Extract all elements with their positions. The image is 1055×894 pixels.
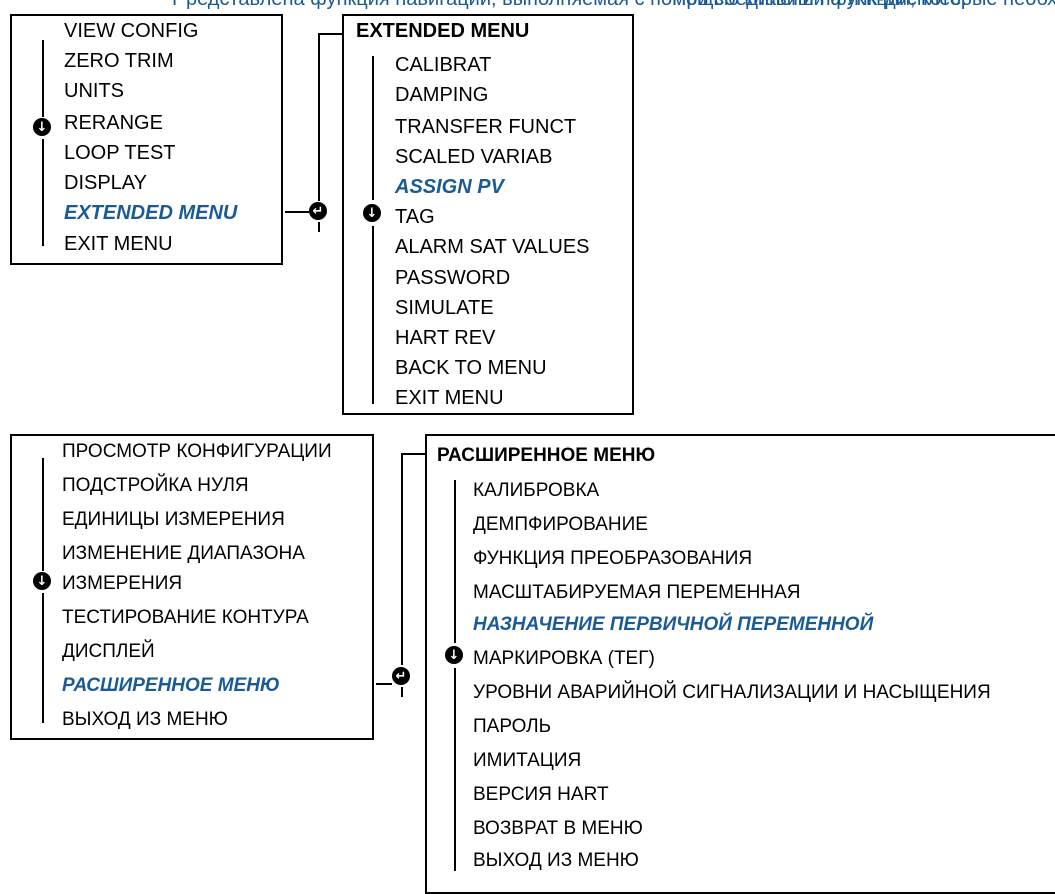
en-connector-h2 — [318, 33, 342, 35]
en-connector-h1 — [285, 211, 309, 213]
en-ext-item-damping[interactable]: DAMPING — [395, 84, 489, 106]
en-main-scroll-line-top — [42, 40, 44, 117]
ru-connector-h1 — [376, 683, 392, 685]
en-connector-v-bottom — [318, 222, 320, 232]
ru-ext-item-assign-pv[interactable]: НАЗНАЧЕНИЕ ПЕРВИЧНОЙ ПЕРЕМЕННОЙ — [473, 614, 874, 635]
en-main-item-loop-test[interactable]: LOOP TEST — [64, 142, 176, 164]
en-main-scroll-line-bottom — [42, 139, 44, 246]
en-ext-item-tag[interactable]: TAG — [395, 206, 435, 228]
en-ext-item-hart-rev[interactable]: HART REV — [395, 327, 496, 349]
ru-ext-item-scaled-variab[interactable]: МАСШТАБИРУЕМАЯ ПЕРЕМЕННАЯ — [473, 582, 801, 603]
arrow-down-circle-icon — [363, 204, 381, 222]
ru-ext-item-transfer-funct[interactable]: ФУНКЦИЯ ПРЕОБРАЗОВАНИЯ — [473, 548, 753, 569]
ru-main-item-exit-menu[interactable]: ВЫХОД ИЗ МЕНЮ — [62, 709, 228, 730]
ru-ext-item-hart-rev[interactable]: ВЕРСИЯ HART — [473, 784, 609, 805]
ru-ext-scroll-line-top — [454, 480, 456, 643]
en-ext-item-simulate[interactable]: SIMULATE — [395, 297, 494, 319]
en-ext-item-assign-pv[interactable]: ASSIGN PV — [395, 176, 504, 198]
en-extended-title: EXTENDED MENU — [356, 20, 530, 42]
en-main-item-zero-trim[interactable]: ZERO TRIM — [64, 50, 174, 72]
top-text-b: редставлена функция навигации, выполняем… — [186, 0, 967, 11]
en-ext-item-back-to-menu[interactable]: BACK TO MENU — [395, 357, 547, 379]
en-main-item-extended-menu[interactable]: EXTENDED MENU — [64, 202, 238, 224]
en-main-menu-box — [10, 14, 283, 265]
ru-ext-item-password[interactable]: ПАРОЛЬ — [473, 716, 552, 737]
ru-main-item-display[interactable]: ДИСПЛЕЙ — [62, 641, 155, 662]
ru-main-menu-box — [10, 434, 374, 740]
en-ext-item-exit-menu[interactable]: EXIT MENU — [395, 387, 504, 409]
ru-connector-v-bottom — [401, 687, 403, 697]
ru-main-item-loop-test[interactable]: ТЕСТИРОВАНИЕ КОНТУРА — [62, 607, 309, 628]
en-ext-item-password[interactable]: PASSWORD — [395, 267, 511, 289]
ru-ext-item-exit-menu[interactable]: ВЫХОД ИЗ МЕНЮ — [473, 850, 639, 871]
en-main-item-exit-menu[interactable]: EXIT MENU — [64, 233, 173, 255]
en-main-item-units[interactable]: UNITS — [64, 80, 124, 102]
arrow-down-circle-icon — [33, 572, 51, 590]
ru-ext-item-calibrat[interactable]: КАЛИБРОВКА — [473, 480, 600, 501]
ru-ext-item-tag[interactable]: МАРКИРОВКА (ТЕГ) — [473, 648, 655, 669]
en-main-item-view-config[interactable]: VIEW CONFIG — [64, 20, 199, 42]
ru-main-item-rerange[interactable]: ИЗМЕНЕНИЕ ДИАПАЗОНА — [62, 543, 305, 564]
ru-ext-scroll-line-bottom — [454, 668, 456, 871]
arrow-down-circle-icon — [33, 118, 51, 136]
en-main-item-rerange[interactable]: RERANGE — [64, 112, 163, 134]
en-ext-item-transfer-funct[interactable]: TRANSFER FUNCT — [395, 116, 577, 138]
en-ext-scroll-line-top — [372, 56, 374, 200]
ru-connector-h2 — [401, 453, 425, 455]
ru-ext-item-back-to-menu[interactable]: ВОЗВРАТ В МЕНЮ — [473, 818, 643, 839]
ru-main-item-units[interactable]: ЕДИНИЦЫ ИЗМЕРЕНИЯ — [62, 509, 285, 530]
enter-circle-icon — [309, 202, 327, 220]
top-text-c: При соединении функции, которые необходи… — [672, 0, 1055, 11]
en-extended-menu-box — [342, 14, 634, 415]
ru-ext-item-damping[interactable]: ДЕМПФИРОВАНИЕ — [473, 514, 648, 535]
en-ext-item-alarm-sat-values[interactable]: ALARM SAT VALUES — [395, 236, 590, 258]
ru-main-scroll-line-bottom — [42, 593, 44, 723]
ru-main-item-rerange-cont[interactable]: ИЗМЕРЕНИЯ — [62, 573, 183, 594]
top-text-a: Р — [172, 0, 185, 11]
ru-main-item-zero-trim[interactable]: ПОДСТРОЙКА НУЛЯ — [62, 475, 249, 496]
arrow-down-circle-icon — [445, 646, 463, 664]
en-connector-v-top — [318, 33, 320, 201]
ru-main-scroll-line-top — [42, 458, 44, 571]
enter-circle-icon — [392, 667, 410, 685]
en-ext-scroll-line-bottom — [372, 226, 374, 404]
en-ext-item-calibrat[interactable]: CALIBRAT — [395, 54, 492, 76]
top-text-fragment: Р редставлена функция навигации, выполня… — [0, 0, 1055, 18]
ru-ext-item-simulate[interactable]: ИМИТАЦИЯ — [473, 750, 582, 771]
en-main-item-display[interactable]: DISPLAY — [64, 172, 147, 194]
en-ext-item-scaled-variab[interactable]: SCALED VARIAB — [395, 146, 553, 168]
ru-ext-item-alarm-sat-values[interactable]: УРОВНИ АВАРИЙНОЙ СИГНАЛИЗАЦИИ И НАСЫЩЕНИ… — [473, 682, 991, 703]
ru-main-item-extended-menu[interactable]: РАСШИРЕННОЕ МЕНЮ — [62, 675, 280, 696]
ru-extended-title: РАСШИРЕННОЕ МЕНЮ — [437, 445, 656, 466]
ru-main-item-view-config[interactable]: ПРОСМОТР КОНФИГУРАЦИИ — [62, 441, 332, 462]
ru-connector-v-top — [401, 453, 403, 665]
